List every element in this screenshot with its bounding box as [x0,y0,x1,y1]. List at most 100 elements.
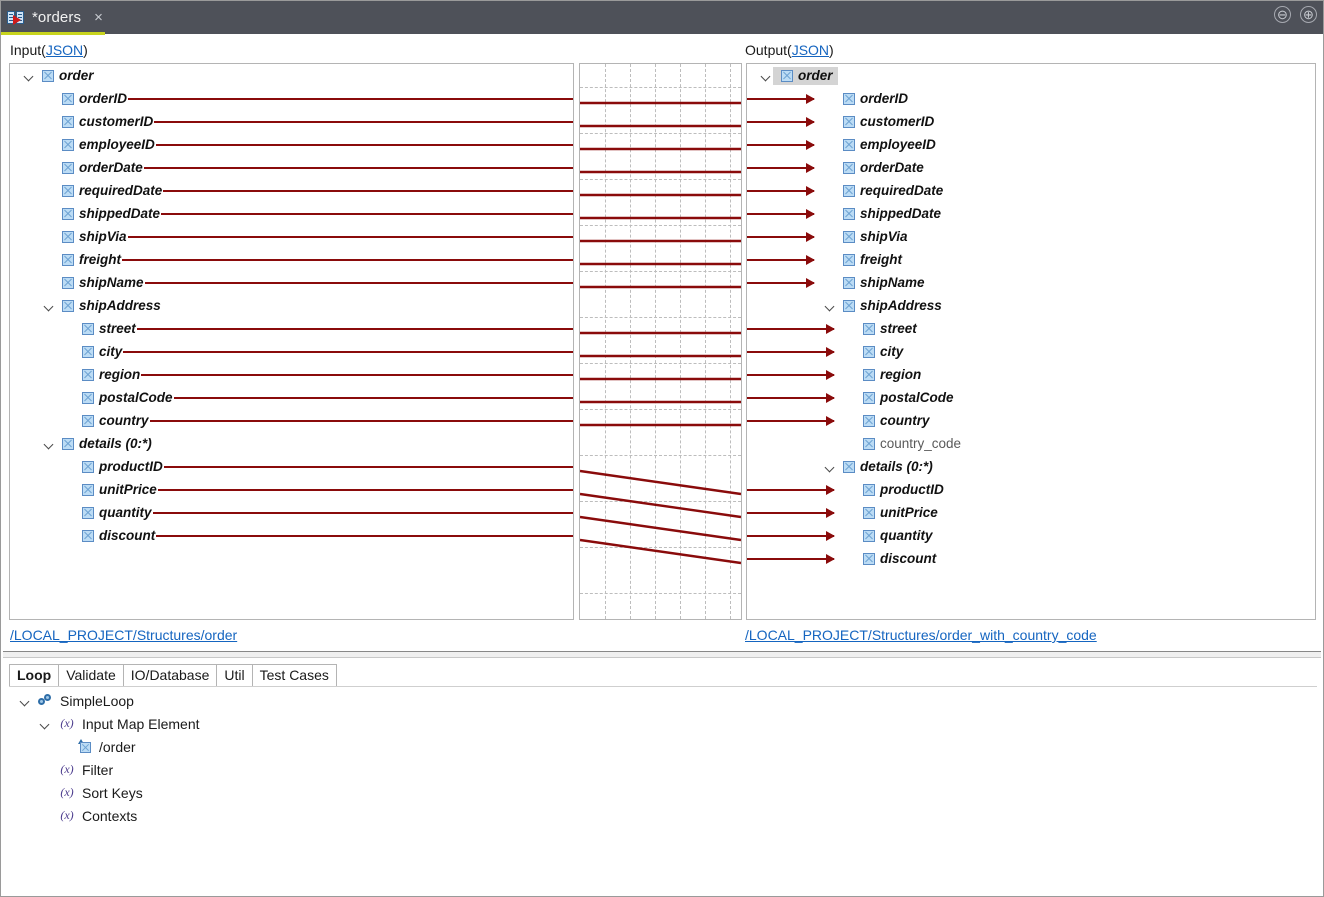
element-checkbox-icon[interactable] [82,391,94,404]
output-tree-row[interactable]: customerID [747,110,1315,133]
element-checkbox-icon[interactable] [843,115,855,128]
chevron-down-icon[interactable] [23,69,36,82]
bottom-tab-test-cases[interactable]: Test Cases [251,664,337,687]
element-checkbox-icon[interactable] [863,391,875,404]
element-checkbox-icon[interactable] [62,184,74,197]
element-checkbox-icon[interactable] [62,207,74,220]
mapping-grid-panel[interactable] [579,63,742,620]
output-tree-row[interactable]: order [747,64,1315,87]
element-checkbox-icon[interactable] [62,299,74,312]
output-tree-row[interactable]: productID [747,478,1315,501]
output-tree-row[interactable]: shipVia [747,225,1315,248]
element-checkbox-icon[interactable] [843,161,855,174]
output-tree-row[interactable]: orderID [747,87,1315,110]
bottom-tab-loop[interactable]: Loop [9,664,60,687]
element-checkbox-icon[interactable] [62,230,74,243]
element-checkbox-icon[interactable] [863,345,875,358]
output-tree-row[interactable]: quantity [747,524,1315,547]
output-tree-row[interactable]: region [747,363,1315,386]
input-tree-row[interactable]: unitPrice [10,478,573,501]
element-checkbox-icon[interactable] [843,184,855,197]
output-tree-row[interactable]: city [747,340,1315,363]
bottom-tab-validate[interactable]: Validate [58,664,124,687]
output-tree-row[interactable]: unitPrice [747,501,1315,524]
element-checkbox-icon[interactable] [781,69,793,82]
editor-tab-orders[interactable]: *orders × [1,1,111,34]
output-tree-row[interactable]: shipName [747,271,1315,294]
input-tree-row[interactable]: city [10,340,573,363]
output-tree-row[interactable]: country_code [747,432,1315,455]
output-tree-row[interactable]: requiredDate [747,179,1315,202]
input-tree-row[interactable]: shipName [10,271,573,294]
loop-tree-row[interactable]: SimpleLoop [9,689,1317,712]
panel-splitter[interactable] [3,651,1321,658]
close-icon[interactable]: × [94,9,103,26]
element-checkbox-icon[interactable] [82,529,94,542]
input-format-link[interactable]: JSON [45,42,84,58]
element-checkbox-icon[interactable] [843,460,855,473]
input-tree-row[interactable]: details (0:*) [10,432,573,455]
loop-tree-row[interactable]: (x)Filter [9,758,1317,781]
element-checkbox-icon[interactable] [843,253,855,266]
element-checkbox-icon[interactable] [82,483,94,496]
input-tree-row[interactable]: productID [10,455,573,478]
element-checkbox-icon[interactable] [863,437,875,450]
element-checkbox-icon[interactable] [82,414,94,427]
output-tree-row[interactable]: freight [747,248,1315,271]
element-checkbox-icon[interactable] [62,437,74,450]
bottom-tab-io-database[interactable]: IO/Database [122,664,218,687]
input-tree-row[interactable]: shipAddress [10,294,573,317]
output-tree-row[interactable]: shippedDate [747,202,1315,225]
element-checkbox-icon[interactable] [863,483,875,496]
element-checkbox-icon[interactable] [843,230,855,243]
input-tree-row[interactable]: quantity [10,501,573,524]
output-tree-row[interactable]: country [747,409,1315,432]
input-tree-row[interactable]: postalCode [10,386,573,409]
loop-tree-row[interactable]: (x)Input Map Element [9,712,1317,735]
input-tree-row[interactable]: street [10,317,573,340]
output-tree-row[interactable]: employeeID [747,133,1315,156]
element-checkbox-icon[interactable] [82,368,94,381]
chevron-down-icon[interactable] [43,437,56,450]
minimize-icon[interactable]: ⊖ [1274,6,1291,23]
input-tree-row[interactable]: region [10,363,573,386]
bottom-tab-util[interactable]: Util [216,664,253,687]
input-tree-row[interactable]: discount [10,524,573,547]
element-checkbox-icon[interactable] [863,506,875,519]
element-checkbox-icon[interactable] [82,345,94,358]
input-tree-row[interactable]: employeeID [10,133,573,156]
loop-tree-row[interactable]: (x)Contexts [9,804,1317,827]
output-structure-path-link[interactable]: /LOCAL_PROJECT/Structures/order_with_cou… [745,627,1097,643]
input-tree-row[interactable]: order [10,64,573,87]
output-tree-row[interactable]: orderDate [747,156,1315,179]
output-tree-row[interactable]: postalCode [747,386,1315,409]
loop-tree-row[interactable]: (x)Sort Keys [9,781,1317,804]
input-structure-path-link[interactable]: /LOCAL_PROJECT/Structures/order [10,627,238,643]
element-checkbox-icon[interactable] [82,506,94,519]
element-checkbox-icon[interactable] [863,322,875,335]
input-tree-row[interactable]: requiredDate [10,179,573,202]
element-checkbox-icon[interactable] [62,161,74,174]
input-tree-row[interactable]: country [10,409,573,432]
element-checkbox-icon[interactable] [42,69,54,82]
element-checkbox-icon[interactable] [843,299,855,312]
output-tree-row[interactable]: details (0:*) [747,455,1315,478]
chevron-down-icon[interactable] [39,717,52,730]
element-checkbox-icon[interactable] [843,276,855,289]
input-tree-row[interactable]: shippedDate [10,202,573,225]
output-format-link[interactable]: JSON [791,42,830,58]
output-tree-row[interactable]: discount [747,547,1315,570]
input-tree-row[interactable]: freight [10,248,573,271]
input-tree-row[interactable]: customerID [10,110,573,133]
element-checkbox-icon[interactable] [863,414,875,427]
element-checkbox-icon[interactable] [62,276,74,289]
input-tree-row[interactable]: orderID [10,87,573,110]
element-checkbox-icon[interactable] [843,138,855,151]
input-tree-row[interactable]: shipVia [10,225,573,248]
chevron-down-icon[interactable] [824,299,837,312]
chevron-down-icon[interactable] [760,69,773,82]
input-tree-row[interactable]: orderDate [10,156,573,179]
output-tree-row[interactable]: street [747,317,1315,340]
chevron-down-icon[interactable] [824,460,837,473]
